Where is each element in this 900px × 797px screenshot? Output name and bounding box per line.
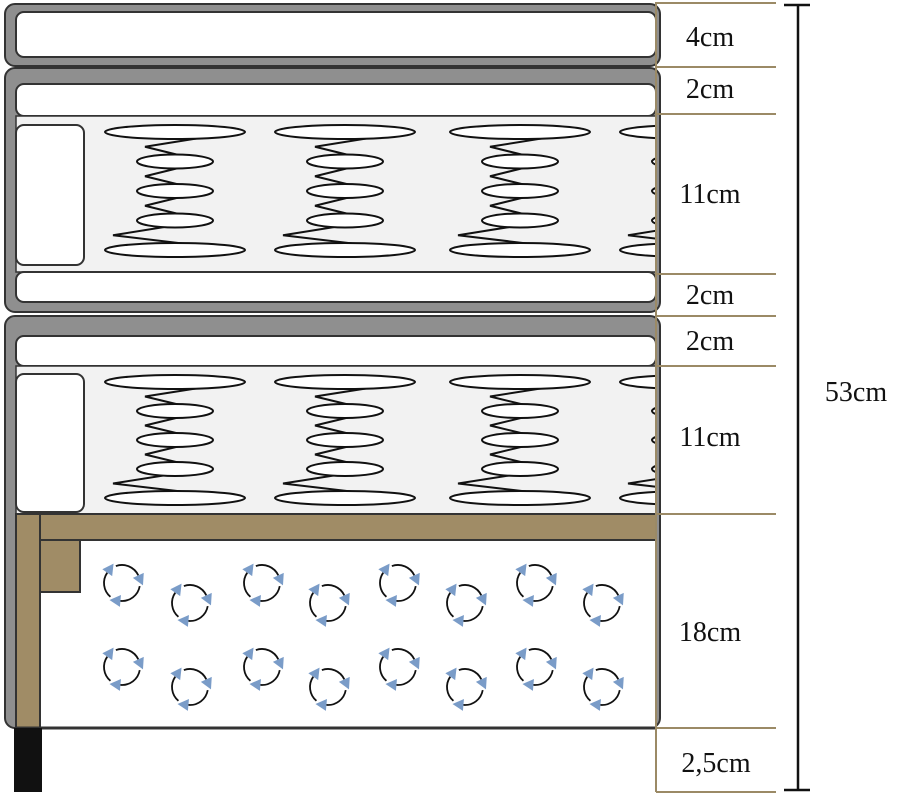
circular-arrows-icon [242, 647, 284, 691]
coil-spring-icon [449, 124, 591, 258]
circular-arrows-icon [445, 583, 487, 627]
coil-spring-icon [104, 374, 246, 506]
circular-arrows-icon [308, 667, 350, 711]
layer-label-upper-top-pad: 2cm [685, 74, 735, 105]
circular-arrows-icon [102, 563, 144, 607]
airflow-icons [102, 563, 624, 711]
layer-label-upper-bottom-pad: 2cm [685, 280, 735, 311]
circular-arrows-icon [102, 647, 144, 691]
coil-spring-icon [619, 124, 656, 258]
bed-leg [14, 728, 42, 792]
circular-arrows-icon [170, 667, 212, 711]
circular-arrows-icon [170, 583, 212, 627]
circular-arrows-icon [515, 563, 557, 607]
layer-label-legs: 2,5cm [681, 748, 751, 779]
coil-spring-icon [104, 124, 246, 258]
topper [4, 3, 661, 67]
circular-arrows-icon [445, 667, 487, 711]
wooden-base [15, 513, 657, 730]
upper-mattress [4, 67, 661, 313]
circular-arrows-icon [582, 583, 624, 627]
coil-spring-icon [274, 374, 416, 506]
layer-label-topper: 4cm [685, 22, 735, 53]
layer-label-lower-springs: 11cm [679, 422, 741, 453]
circular-arrows-icon [378, 647, 420, 691]
layer-dividers [656, 2, 776, 793]
circular-arrows-icon [242, 563, 284, 607]
layer-label-base: 18cm [678, 617, 742, 648]
circular-arrows-icon [582, 667, 624, 711]
coil-spring-icon [449, 374, 591, 506]
total-height-label: 53cm [824, 377, 888, 408]
total-height-bracket [784, 3, 810, 792]
dimension-column [655, 2, 776, 793]
circular-arrows-icon [378, 563, 420, 607]
coil-spring-icon [274, 124, 416, 258]
layer-label-lower-top-pad: 2cm [685, 326, 735, 357]
spring-row-upper [104, 124, 656, 258]
circular-arrows-icon [515, 647, 557, 691]
spring-row-lower [104, 374, 656, 506]
layer-label-upper-springs: 11cm [679, 179, 741, 210]
circular-arrows-icon [308, 583, 350, 627]
